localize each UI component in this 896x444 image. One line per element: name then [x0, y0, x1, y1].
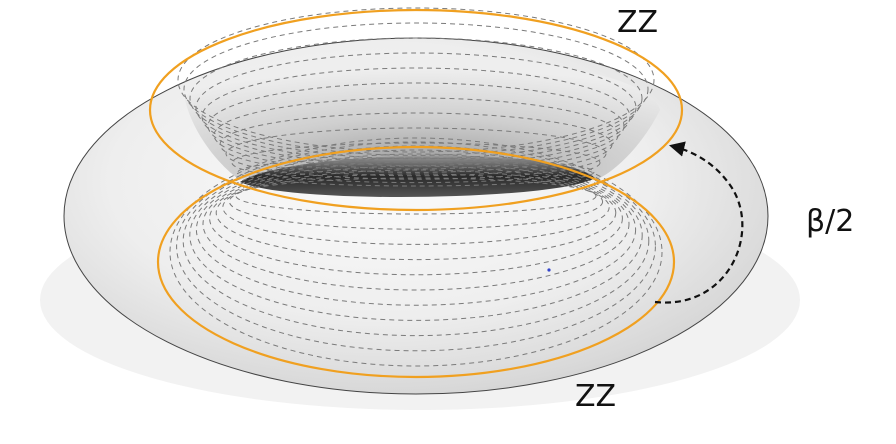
- beta-half-label: β/2: [806, 204, 854, 239]
- bottom-zz-label: ZZ: [575, 379, 616, 414]
- lower-dashed-ring: [195, 153, 637, 306]
- top-zz-label: ZZ: [617, 5, 658, 40]
- upper-dashed-ring: [177, 7, 655, 153]
- upper-dashed-ring: [213, 97, 619, 173]
- lower-dashed-ring: [202, 157, 630, 291]
- lower-dashed-ring: [228, 173, 604, 230]
- upper-dashed-ring: [207, 82, 625, 170]
- upper-dashed-ring: [219, 112, 613, 177]
- marker-dot: [547, 268, 551, 272]
- upper-dashed-ring: [189, 37, 643, 160]
- upper-dashed-ring: [237, 157, 595, 187]
- lower-dashed-ring: [209, 161, 623, 276]
- lower-dashed-ring: [182, 145, 650, 337]
- lower-dashed-ring: [222, 169, 610, 245]
- upper-dashed-ring: [201, 67, 631, 167]
- bottom-zz-loop: [156, 145, 676, 379]
- upper-dashed-rings: [177, 7, 655, 187]
- lower-dashed-ring: [235, 177, 597, 215]
- lower-dashed-rings: [169, 137, 663, 367]
- beta-half-arrow: [654, 141, 744, 304]
- lower-dashed-ring: [176, 141, 656, 352]
- lower-dashed-ring: [169, 137, 663, 367]
- upper-dashed-ring: [225, 127, 607, 180]
- lower-dashed-ring: [189, 149, 643, 321]
- lower-dashed-ring: [215, 165, 617, 261]
- upper-dashed-ring: [183, 22, 649, 156]
- top-zz-loop: [148, 8, 684, 212]
- upper-dashed-ring: [231, 142, 601, 184]
